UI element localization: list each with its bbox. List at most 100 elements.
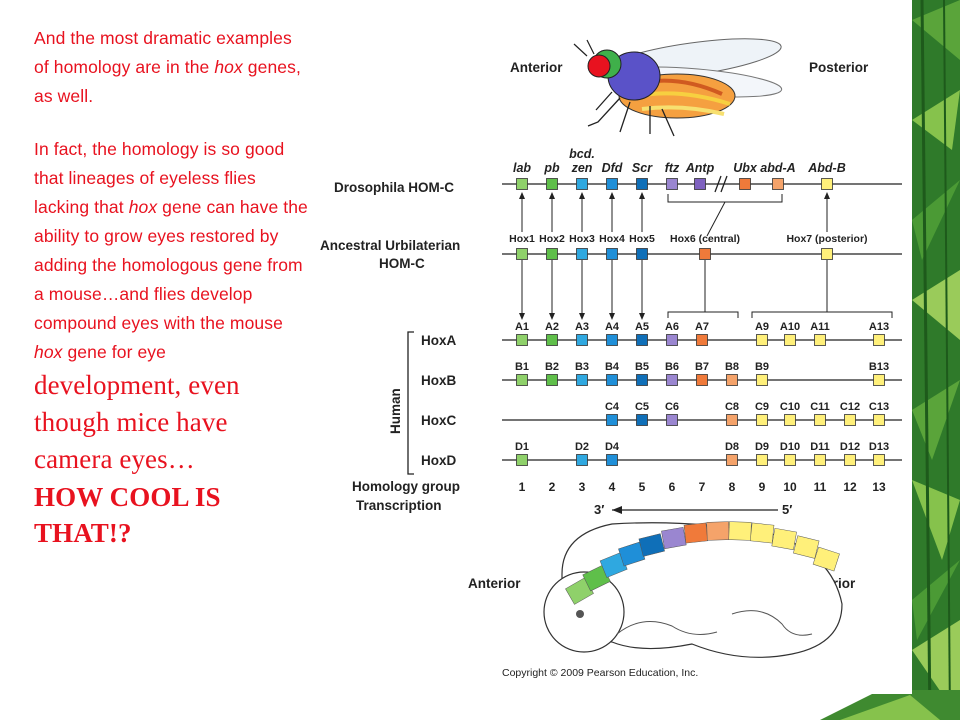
arrowhead-down xyxy=(609,313,615,320)
homology-group-number: 2 xyxy=(549,480,556,494)
human-gene-label: C5 xyxy=(635,401,649,413)
drosophila-gene-box xyxy=(516,178,528,190)
ancestral-gene-label: Hox1 xyxy=(509,233,535,245)
human-gene-label: D13 xyxy=(869,441,889,453)
human-gene-box xyxy=(636,414,648,426)
anterior-label-bottom: Anterior xyxy=(468,576,521,591)
human-gene-box xyxy=(756,454,768,466)
human-gene-box xyxy=(726,454,738,466)
human-gene-box xyxy=(666,334,678,346)
paragraph-intro: And the most dramatic examples of homolo… xyxy=(34,24,309,111)
human-gene-box xyxy=(576,454,588,466)
text-run-italic: hox xyxy=(128,197,158,217)
drosophila-gene-box xyxy=(606,178,618,190)
spine-segment xyxy=(728,521,752,541)
human-gene-box xyxy=(726,414,738,426)
human-gene-label: C13 xyxy=(869,401,889,413)
human-gene-label: C12 xyxy=(840,401,860,413)
drosophila-gene-label: pb xyxy=(543,161,560,175)
ancestral-gene-box xyxy=(576,248,588,260)
drosophila-gene-box xyxy=(694,178,706,190)
text-run: gene can have the ability to grow eyes r… xyxy=(34,197,308,333)
human-gene-box xyxy=(873,414,885,426)
homology-group-number: 7 xyxy=(699,480,706,494)
slide-text: And the most dramatic examples of homolo… xyxy=(34,24,309,551)
spine-segment xyxy=(771,527,797,551)
human-gene-label: D10 xyxy=(780,441,800,453)
text-run-serif: development, even though mice have camer… xyxy=(34,370,240,474)
human-gene-box xyxy=(784,454,796,466)
arrowhead-down xyxy=(579,313,585,320)
homology-group-number: 10 xyxy=(783,480,797,494)
ancestral-gene-label: Hox7 (posterior) xyxy=(786,233,867,245)
human-gene-box xyxy=(666,374,678,386)
human-gene-label: D11 xyxy=(810,441,830,453)
human-gene-box xyxy=(814,414,826,426)
human-gene-box xyxy=(516,454,528,466)
central-down-bracket xyxy=(667,260,739,318)
human-gene-box xyxy=(666,414,678,426)
human-gene-label: A5 xyxy=(635,321,649,333)
drosophila-gene-label: Antp xyxy=(685,161,715,175)
homology-group-number: 6 xyxy=(669,480,676,494)
human-gene-box xyxy=(606,374,618,386)
ancestral-gene-box xyxy=(516,248,528,260)
ancestral-gene-box xyxy=(821,248,833,260)
drosophila-gene-box xyxy=(739,178,751,190)
drosophila-gene-label: Ubx xyxy=(733,161,758,175)
drosophila-gene-label: Dfd xyxy=(602,161,623,175)
human-gene-box xyxy=(696,334,708,346)
human-gene-label: C4 xyxy=(605,401,620,413)
human-gene-box xyxy=(696,374,708,386)
homology-group-number: 3 xyxy=(579,480,586,494)
drosophila-gene-label-above: bcd. xyxy=(569,147,595,161)
human-gene-label: A3 xyxy=(575,321,589,333)
arrowhead-down xyxy=(549,313,555,320)
human-gene-box xyxy=(606,334,618,346)
ancestral-gene-label: Hox3 xyxy=(569,233,595,245)
drosophila-gene-label: ftz xyxy=(665,161,680,175)
text-run-italic: hox xyxy=(214,57,243,77)
spine-segment xyxy=(683,522,709,544)
human-gene-label: C11 xyxy=(810,401,830,413)
human-gene-box xyxy=(606,414,618,426)
chromosome-break xyxy=(714,175,728,193)
human-gene-box xyxy=(576,374,588,386)
human-gene-box xyxy=(844,454,856,466)
bamboo-decoration-lower xyxy=(820,690,960,720)
transcription-arrowhead xyxy=(612,506,622,514)
human-gene-box xyxy=(516,374,528,386)
spine-segment xyxy=(638,533,665,557)
human-gene-box xyxy=(756,414,768,426)
five-prime-label: 5′ xyxy=(782,502,792,517)
drosophila-gene-label: Scr xyxy=(632,161,653,175)
human-gene-label: A1 xyxy=(515,321,529,333)
homology-group-number: 13 xyxy=(872,480,886,494)
human-gene-box xyxy=(726,374,738,386)
mouse-embryo-illustration xyxy=(543,521,843,658)
human-gene-label: C9 xyxy=(755,401,769,413)
copyright-notice: Copyright © 2009 Pearson Education, Inc. xyxy=(502,667,698,679)
posterior-label-top: Posterior xyxy=(809,60,869,75)
human-cluster-label: HoxB xyxy=(421,373,457,388)
human-gene-label: B8 xyxy=(725,361,739,373)
human-gene-label: B4 xyxy=(605,361,620,373)
human-gene-box xyxy=(546,334,558,346)
arrowhead-up xyxy=(549,192,555,199)
ancestral-gene-box xyxy=(699,248,711,260)
homology-group-number: 11 xyxy=(814,480,827,494)
drosophila-gene-label: abd-A xyxy=(760,161,795,175)
human-gene-label: C8 xyxy=(725,401,739,413)
spine-segment xyxy=(706,521,730,541)
text-run: gene for eye xyxy=(62,342,166,362)
human-gene-label: A2 xyxy=(545,321,559,333)
human-cluster-label: HoxC xyxy=(421,413,457,428)
human-gene-box xyxy=(546,374,558,386)
human-gene-box xyxy=(873,374,885,386)
posterior-down-bracket xyxy=(751,260,893,318)
drosophila-gene-box xyxy=(666,178,678,190)
ancestral-gene-label: Hox4 xyxy=(599,233,625,245)
